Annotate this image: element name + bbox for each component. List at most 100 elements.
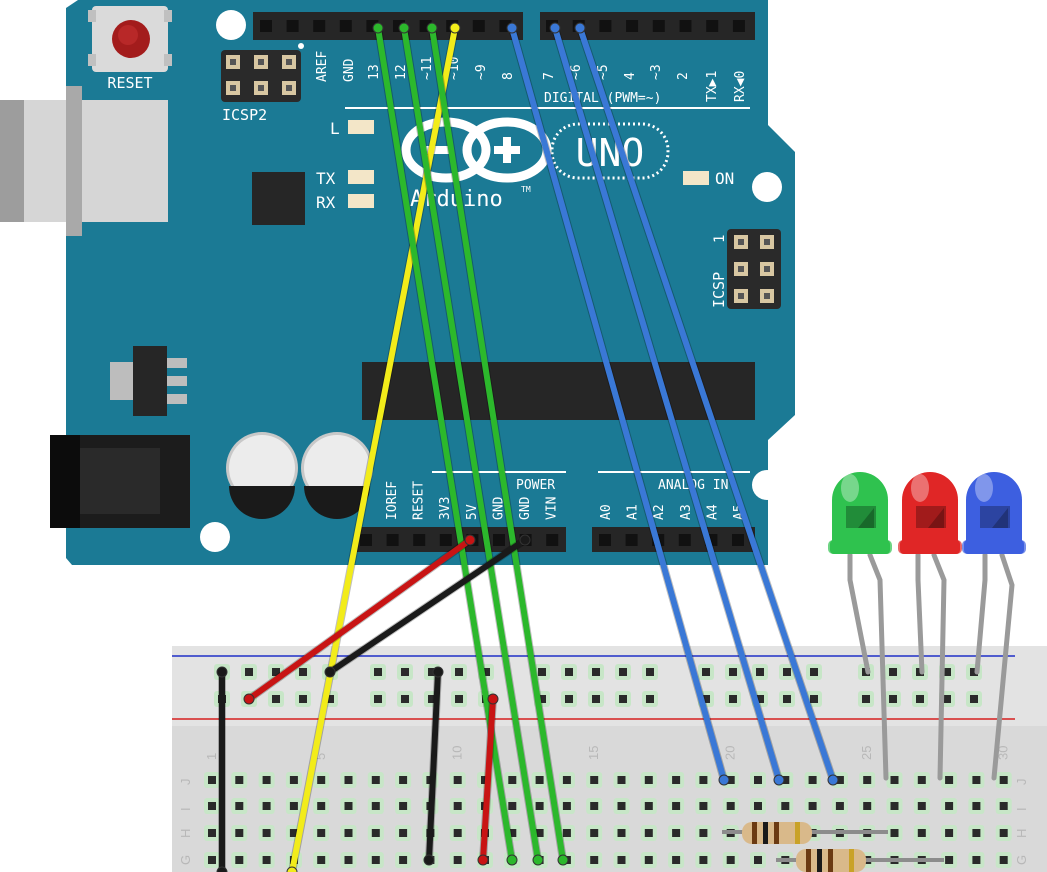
row-letter: J	[178, 779, 193, 786]
wire-green[interactable]	[401, 25, 541, 863]
red-led	[898, 472, 962, 554]
wire-black[interactable]	[426, 669, 441, 863]
column-number: 25	[859, 746, 874, 760]
digital-pin	[599, 20, 612, 32]
analog-pin	[625, 534, 638, 546]
svg-text:ON: ON	[715, 169, 734, 188]
analog-pin-label: A3	[679, 504, 694, 520]
usb-connector	[0, 86, 168, 236]
svg-text:RX: RX	[316, 193, 336, 212]
wire-end	[243, 693, 255, 705]
wire-end	[423, 854, 435, 866]
digital-pin-label: ~3	[649, 64, 664, 80]
svg-text:TM: TM	[521, 185, 531, 194]
capacitor	[301, 432, 373, 519]
column-number: 1	[204, 753, 219, 760]
digital-pin-label: ~11	[420, 57, 435, 80]
wire-end	[557, 854, 569, 866]
wire-end	[449, 22, 461, 34]
digital-header-left	[253, 12, 523, 40]
wire-end	[519, 534, 531, 546]
digital-pin-label: ~9	[474, 64, 489, 80]
wire-black[interactable]	[327, 537, 528, 675]
wire-end	[464, 534, 476, 546]
power-pin	[413, 534, 426, 546]
digital-pin-label: 8	[501, 72, 516, 80]
wire-end	[372, 22, 384, 34]
wire-end	[216, 666, 228, 678]
digital-pin-label: 4	[623, 72, 638, 80]
digital-pin-label: 12	[394, 64, 409, 80]
mounting-hole	[200, 522, 230, 552]
svg-text:L: L	[330, 119, 340, 138]
column-number: 20	[723, 746, 738, 760]
digital-pin	[652, 20, 665, 32]
power-label: POWER	[516, 478, 555, 493]
resistor	[776, 849, 944, 872]
analog-pin-label: A4	[705, 504, 720, 520]
power-pin	[439, 534, 452, 546]
board-body	[66, 0, 795, 565]
led-legs	[847, 552, 1015, 781]
row-letter: I	[1014, 807, 1029, 811]
capacitor	[226, 432, 298, 519]
gnd-pin-label: GND	[342, 58, 357, 82]
jumper-wires	[216, 22, 839, 872]
column-number: 30	[996, 746, 1011, 760]
wire-end	[398, 22, 410, 34]
led-tx: TX	[316, 169, 374, 188]
row-letter: G	[1014, 855, 1029, 865]
terminal-holes	[204, 772, 1012, 868]
digital-pin-label: TX▶1	[705, 71, 720, 102]
digital-pin-label: ~5	[596, 64, 611, 80]
digital-pin-label: 2	[676, 72, 691, 80]
row-letter: G	[178, 855, 193, 865]
digital-pin	[260, 20, 272, 32]
power-pin	[546, 534, 559, 546]
wire-end	[549, 22, 561, 34]
power-pin-label: 3V3	[438, 497, 453, 520]
power-jack	[50, 435, 190, 528]
wire-red[interactable]	[246, 537, 473, 702]
icsp-pin1-label: 1	[712, 235, 728, 243]
reset-button[interactable]	[88, 6, 172, 72]
wire-end	[487, 693, 499, 705]
row-letter: I	[178, 807, 193, 811]
digital-pin	[286, 20, 299, 32]
wire-blue[interactable]	[552, 25, 782, 783]
voltage-regulator	[110, 346, 187, 416]
column-number: 10	[450, 746, 465, 760]
svg-text:TX: TX	[316, 169, 336, 188]
digital-pin	[472, 20, 485, 32]
digital-pin-label: ~6	[569, 64, 584, 80]
mounting-hole	[752, 470, 782, 500]
row-letter: H	[178, 829, 193, 838]
mounting-hole	[752, 172, 782, 202]
wire-blue[interactable]	[509, 25, 727, 783]
wire-end	[426, 22, 438, 34]
analog-pin	[678, 534, 691, 546]
wire-green[interactable]	[429, 25, 566, 863]
blue-led	[962, 472, 1026, 554]
wire-red[interactable]	[480, 696, 496, 863]
wire-blue[interactable]	[577, 25, 836, 783]
wire-end	[574, 22, 586, 34]
row-letter: J	[1014, 779, 1029, 786]
wire-end	[718, 774, 730, 786]
power-pin-label: 5V	[465, 504, 480, 520]
aref-label: AREF	[315, 51, 330, 82]
digital-pin	[732, 20, 745, 32]
usb-chip	[252, 172, 305, 225]
column-number: 15	[586, 746, 601, 760]
analog-pin-label: A0	[599, 504, 614, 520]
analog-pin	[599, 534, 611, 546]
power-pin-label: GND	[518, 496, 533, 520]
column-number: 5	[313, 753, 328, 760]
power-pin	[386, 534, 399, 546]
digital-pin-label: 13	[367, 64, 382, 80]
wire-end	[324, 666, 336, 678]
power-pin-label: IOREF	[385, 481, 400, 520]
